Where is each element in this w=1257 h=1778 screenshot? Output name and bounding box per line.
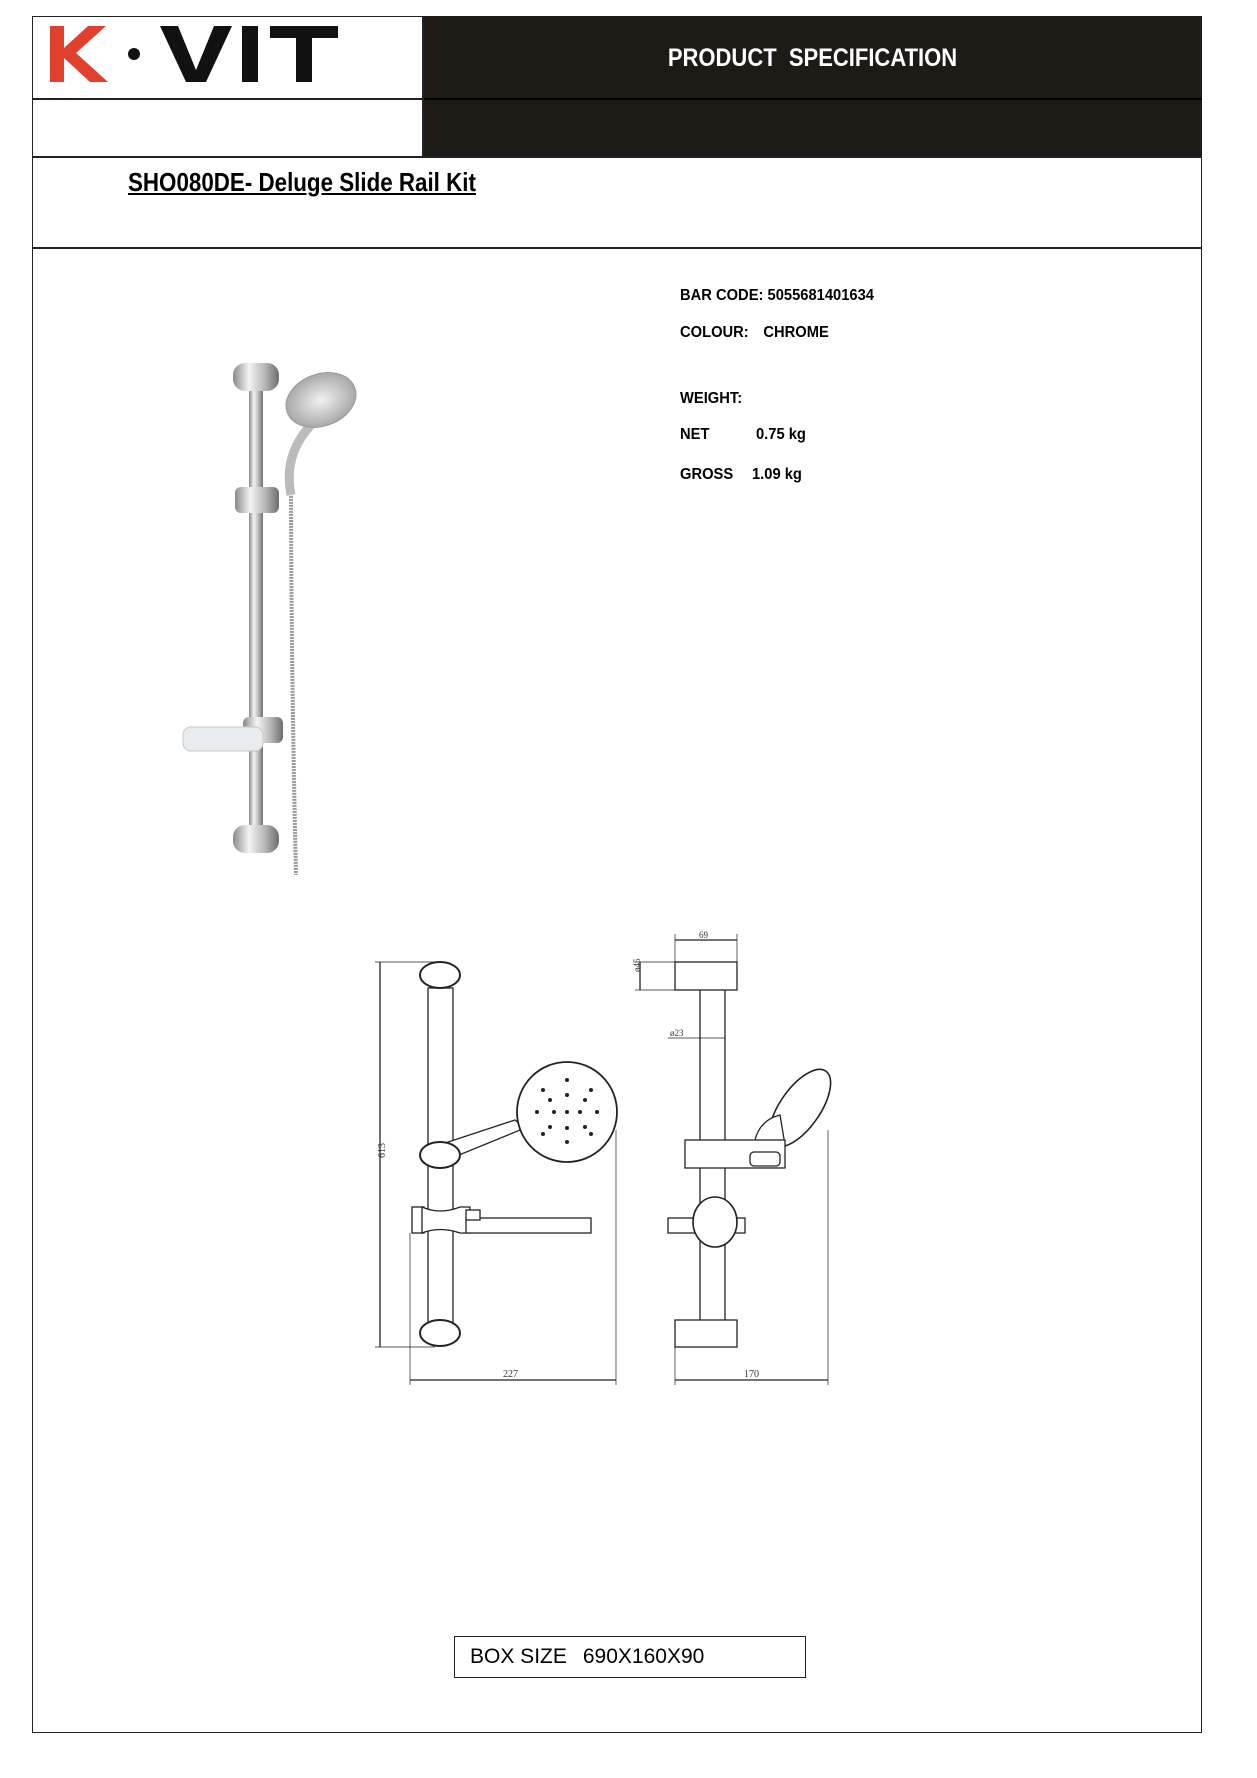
colour-label: COLOUR:	[680, 324, 749, 341]
gross-value: 1.09 kg	[752, 466, 802, 483]
bracket-dia-label: ø45	[632, 958, 642, 972]
kvit-logo	[50, 26, 338, 82]
width-dim-label: 227	[503, 1369, 518, 1380]
box-size: BOX SIZE 690X160X90	[454, 1636, 806, 1678]
colour-value: CHROME	[763, 324, 829, 341]
technical-drawing: 613 227 69 ø45 ø23 170	[375, 930, 832, 1385]
box-size-value: 690X160X90	[582, 1645, 705, 1668]
barcode-row: BAR CODE: 5055681401634	[680, 287, 874, 305]
product-title: SHO080DE- Deluge Slide Rail Kit	[128, 167, 476, 197]
spray-holes	[535, 1078, 599, 1144]
divider	[32, 98, 423, 100]
divider	[32, 247, 1202, 249]
front-view: 613 227	[375, 961, 618, 1385]
net-value: 0.75 kg	[756, 426, 806, 443]
barcode-label: BAR CODE:	[680, 287, 764, 304]
product-photo	[182, 363, 357, 876]
colour-row: COLOUR: CHROME	[680, 324, 829, 342]
rail-dia-label: ø23	[670, 1028, 684, 1038]
barcode-value: 5055681401634	[767, 287, 874, 304]
height-dim-label: 613	[377, 1143, 388, 1158]
net-label: NET	[680, 426, 710, 443]
weight-label: WEIGHT:	[680, 390, 743, 407]
bracket-width-label: 69	[699, 930, 709, 940]
depth-dim-label: 170	[744, 1369, 759, 1380]
gross-label: GROSS	[680, 466, 734, 483]
divider	[423, 98, 1202, 100]
divider	[422, 16, 424, 157]
side-view: 69 ø45 ø23 170	[632, 930, 832, 1385]
box-size-label: BOX SIZE	[470, 1645, 567, 1668]
header-title: PRODUCT SPECIFICATION	[667, 44, 958, 72]
header-dark-panel	[423, 16, 1202, 157]
divider	[32, 156, 1202, 158]
